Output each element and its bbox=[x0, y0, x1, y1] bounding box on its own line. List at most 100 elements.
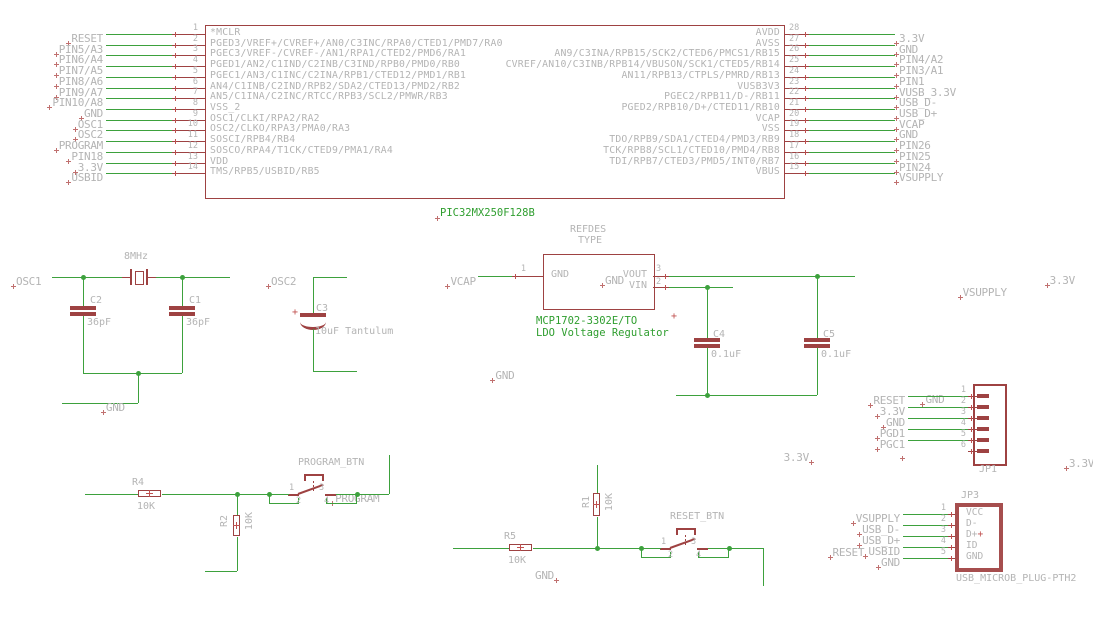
crystal-plate bbox=[130, 269, 132, 285]
capacitor-c2-plate[interactable] bbox=[70, 312, 96, 316]
capacitor-c2-plate[interactable] bbox=[70, 306, 96, 310]
crystal-body[interactable] bbox=[135, 271, 144, 285]
net-label[interactable]: PIN8/A6 bbox=[53, 74, 103, 89]
net-label[interactable]: PIN3/A1 bbox=[893, 64, 944, 79]
net-label[interactable]: 3.3V bbox=[874, 405, 905, 419]
net-label-3v3[interactable]: 3.3V bbox=[783, 451, 815, 465]
net-label[interactable]: PIN18 bbox=[66, 149, 103, 164]
net-label[interactable]: USBID bbox=[863, 545, 900, 559]
net-label-vsupply[interactable]: VSUPPLY bbox=[957, 286, 1007, 300]
ic-pin-stub bbox=[785, 149, 809, 155]
regulator-outline[interactable] bbox=[543, 254, 655, 310]
net-label-gnd[interactable]: GND bbox=[920, 393, 945, 407]
net-label-osc1[interactable]: OSC1 bbox=[10, 275, 42, 289]
net-label[interactable]: VCAP bbox=[893, 117, 925, 132]
net-label[interactable]: VSUPPLY bbox=[850, 512, 900, 526]
net-label-reset[interactable]: RESET bbox=[827, 546, 865, 560]
pin-number: 1 bbox=[661, 537, 667, 547]
net-label-wrap: GND bbox=[770, 411, 905, 430]
reset-button-switch[interactable]: RESET_BTN 1 2 3 4 bbox=[632, 509, 732, 565]
wire bbox=[903, 514, 948, 515]
capacitor-c5-plate[interactable] bbox=[804, 338, 830, 342]
net-label[interactable]: GND bbox=[881, 416, 905, 430]
capacitor-c4-plate[interactable] bbox=[694, 338, 720, 342]
capacitor-c5-plate[interactable] bbox=[804, 344, 830, 348]
net-label[interactable]: GND bbox=[894, 128, 918, 143]
usb-connector-outline[interactable] bbox=[955, 503, 1003, 572]
net-label[interactable]: VSUPPLY bbox=[893, 171, 944, 186]
net-label[interactable]: OSC1 bbox=[72, 117, 103, 132]
net-label-gnd[interactable]: GND bbox=[490, 369, 515, 383]
resistor-r5[interactable] bbox=[509, 544, 532, 551]
net-label-vcap[interactable]: VCAP bbox=[445, 275, 476, 289]
net-label-osc2[interactable]: OSC2 bbox=[265, 275, 297, 289]
net-label[interactable]: PGD1 bbox=[874, 427, 905, 441]
net-label[interactable]: OSC2 bbox=[72, 128, 103, 143]
net-label-gnd[interactable]: GND bbox=[535, 569, 559, 583]
net-label[interactable]: GND bbox=[894, 42, 918, 57]
jp1-pin-row: 3.3V 2 bbox=[0, 397, 1093, 419]
net-label[interactable]: PROGRAM bbox=[53, 139, 103, 154]
resistor-r2[interactable] bbox=[233, 515, 240, 536]
net-label[interactable]: PIN9/A7 bbox=[53, 85, 103, 100]
wire bbox=[809, 66, 895, 68]
wire bbox=[313, 371, 357, 372]
net-label[interactable]: 3.3V bbox=[72, 160, 103, 175]
net-label[interactable]: PIN24 bbox=[894, 160, 931, 175]
capacitor-c3-plate[interactable] bbox=[300, 313, 326, 317]
wire bbox=[326, 503, 357, 504]
ic-symbol-outline[interactable] bbox=[205, 25, 785, 199]
pin-number: 12 bbox=[187, 140, 198, 151]
ic-pin-row-left: PIN8/A6 5 PGEC1/AN3/C1INC/C2INA/RPB1/CTE… bbox=[0, 66, 1093, 89]
pin-number: 3 bbox=[656, 264, 662, 274]
net-label-3v3[interactable]: 3.3V bbox=[1063, 457, 1093, 471]
capacitor-c1-plate[interactable] bbox=[169, 306, 195, 310]
net-label[interactable]: PIN4/A2 bbox=[893, 53, 944, 68]
net-label[interactable]: PIN7/A5 bbox=[53, 64, 103, 79]
net-label[interactable]: VUSB_3.3V bbox=[894, 85, 956, 100]
net-label[interactable]: USB_D- bbox=[857, 523, 900, 537]
net-label[interactable]: RESET bbox=[868, 394, 905, 408]
net-label[interactable]: PIN1 bbox=[893, 74, 925, 89]
capacitor-c1-plate[interactable] bbox=[169, 312, 195, 316]
ic-pin-stub bbox=[785, 85, 809, 91]
net-label[interactable]: PIN6/A4 bbox=[53, 53, 103, 68]
capacitor-c3-curved-plate[interactable] bbox=[300, 319, 326, 330]
net-label-gnd[interactable]: GND bbox=[600, 274, 624, 288]
ic-pin-stub bbox=[785, 53, 809, 59]
net-label[interactable]: USB_D+ bbox=[894, 107, 937, 122]
button-cap-leg bbox=[304, 474, 306, 481]
net-label[interactable]: PIN10/A8 bbox=[47, 96, 103, 111]
net-label[interactable]: PIN5/A3 bbox=[53, 42, 103, 57]
net-label-wrap: PIN25 bbox=[894, 145, 931, 164]
net-label-wrap: PGC1 bbox=[770, 433, 905, 452]
net-label-3v3[interactable]: 3.3V bbox=[1044, 274, 1075, 288]
net-label-gnd[interactable]: GND bbox=[100, 401, 125, 415]
pin-number: 23 bbox=[789, 76, 800, 87]
ic-pin-row-right: TCK/RPB8/SCL1/CTED10/PMD4/RB8 17 PIN25 bbox=[0, 141, 1093, 164]
net-label[interactable]: GND bbox=[876, 556, 900, 570]
pin-function: SOSCI/RPB4/RB4 bbox=[210, 134, 296, 146]
net-label[interactable]: PGC1 bbox=[874, 438, 905, 452]
net-label[interactable]: USBID bbox=[66, 171, 103, 186]
button-cap bbox=[304, 474, 324, 476]
net-label[interactable]: 3.3V bbox=[893, 32, 925, 46]
jp1-outline[interactable] bbox=[973, 384, 1007, 466]
wire bbox=[670, 552, 671, 558]
capacitor-c4-plate[interactable] bbox=[694, 344, 720, 348]
ic-pin-stub bbox=[785, 128, 809, 134]
regulator-description: LDO Voltage Regulator bbox=[536, 327, 669, 339]
resistor-r4[interactable] bbox=[138, 490, 161, 497]
pin-number: 16 bbox=[789, 151, 800, 162]
net-label[interactable]: USB_D+ bbox=[857, 534, 900, 548]
usb-pad-name: ID bbox=[966, 540, 977, 551]
resistor-r1[interactable] bbox=[593, 493, 600, 516]
ic-pin-row-right: TDI/RPB7/CTED3/PMD5/INT0/RB7 16 PIN24 bbox=[0, 152, 1093, 175]
net-label[interactable]: RESET bbox=[66, 32, 103, 46]
net-label[interactable]: GND bbox=[79, 107, 103, 122]
net-label[interactable]: PIN25 bbox=[894, 149, 931, 164]
net-label[interactable]: PIN26 bbox=[894, 139, 931, 154]
net-label[interactable]: USB_D- bbox=[894, 96, 937, 111]
pin-number: 3 bbox=[940, 525, 946, 535]
program-button-switch[interactable]: PROGRAM_BTN 1 2 3 4 bbox=[260, 455, 364, 511]
